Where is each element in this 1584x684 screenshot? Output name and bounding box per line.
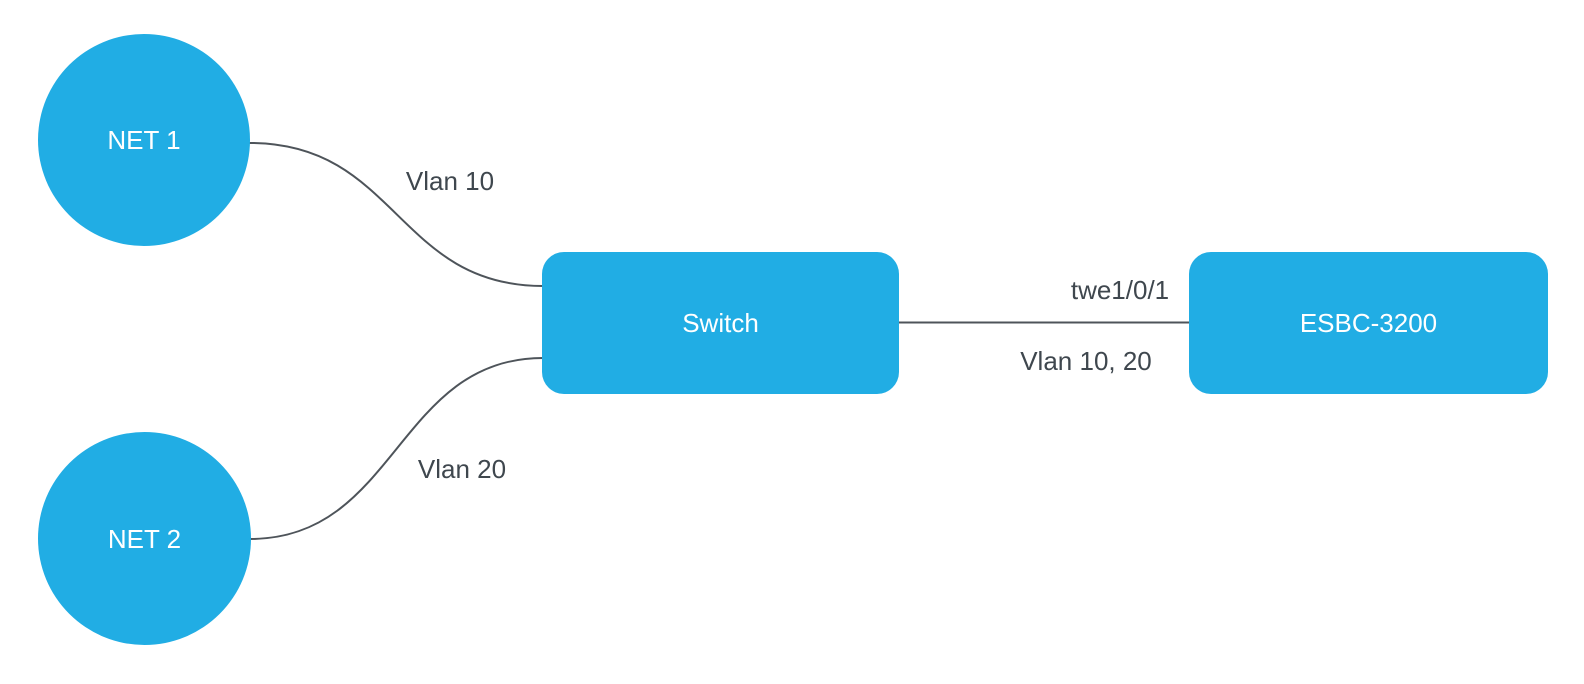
- node-net-2: NET 2: [38, 432, 251, 645]
- node-switch: Switch: [542, 252, 899, 394]
- edge-label-vlan-10: Vlan 10: [405, 166, 495, 196]
- node-net-1: NET 1: [38, 34, 250, 246]
- edge-label-vlan-20: Vlan 20: [417, 454, 507, 484]
- node-net-1-label: NET 1: [107, 125, 181, 155]
- edge-label-twe1-0-1: twe1/0/1: [1070, 275, 1170, 305]
- node-esbc-3200: ESBC-3200: [1189, 252, 1548, 394]
- edge-label-vlan-10-20: Vlan 10, 20: [1020, 346, 1152, 376]
- node-switch-label: Switch: [682, 308, 759, 338]
- edge-net1-switch: [249, 142, 544, 287]
- node-esbc-3200-label: ESBC-3200: [1299, 308, 1438, 338]
- edge-net2-switch: [249, 357, 544, 540]
- node-net-2-label: NET 2: [107, 523, 182, 554]
